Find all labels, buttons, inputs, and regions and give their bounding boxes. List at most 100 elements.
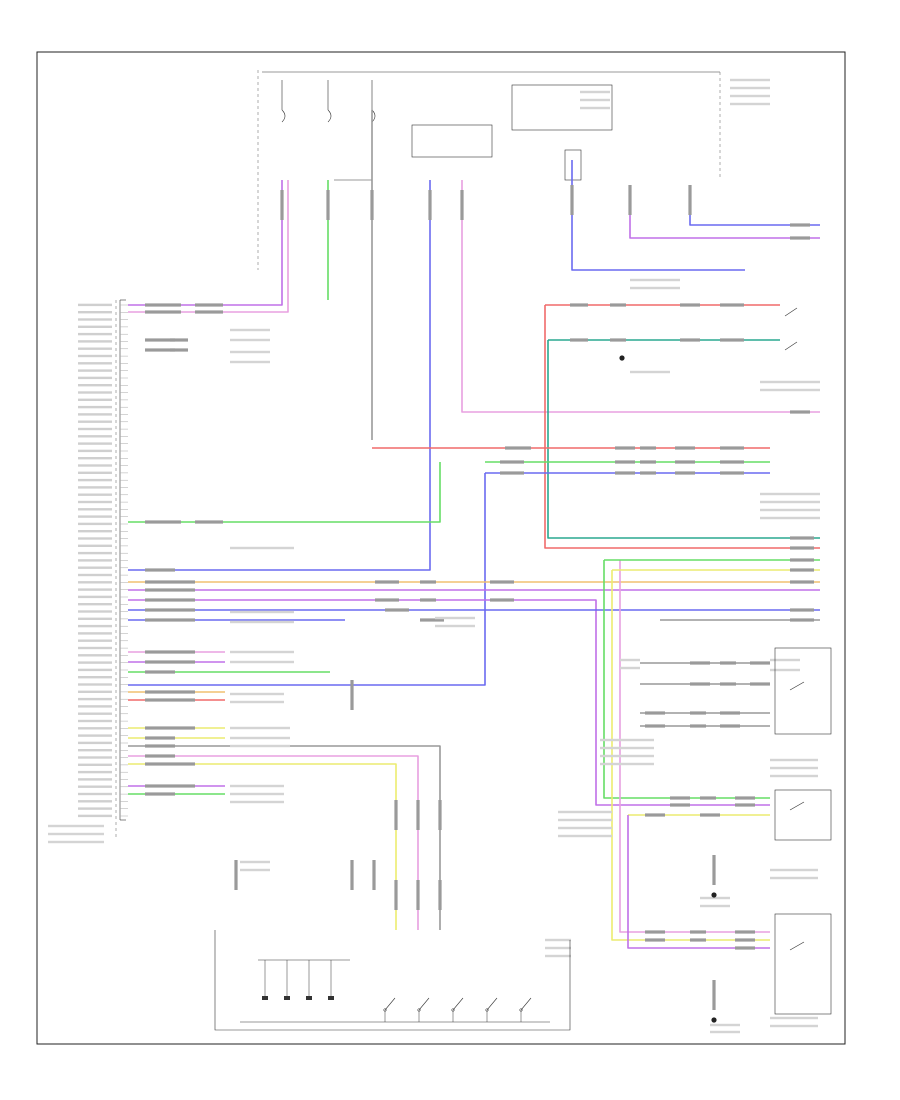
callout-text bbox=[630, 286, 680, 290]
wire-violet-rear bbox=[627, 815, 770, 949]
module-bracket bbox=[115, 299, 126, 840]
wire-label bbox=[790, 536, 814, 540]
pin-label bbox=[78, 354, 112, 358]
wire-label bbox=[145, 588, 175, 592]
pin-label bbox=[78, 807, 112, 810]
wire-label bbox=[675, 471, 695, 475]
wire-label-vertical bbox=[394, 880, 398, 910]
callout-text bbox=[580, 106, 610, 110]
wire-label bbox=[645, 938, 665, 942]
pin-label bbox=[78, 690, 112, 693]
wire-label-vertical bbox=[394, 800, 398, 830]
wire-label bbox=[675, 446, 695, 450]
pin-label bbox=[78, 624, 112, 628]
wire-pink-bottom bbox=[128, 755, 419, 930]
callout-text bbox=[770, 668, 800, 672]
pin-label bbox=[78, 325, 112, 328]
wire-label bbox=[640, 446, 656, 450]
wire-label bbox=[420, 598, 436, 602]
pin-label bbox=[78, 464, 112, 467]
wire-label bbox=[735, 938, 755, 942]
pin-label bbox=[78, 530, 112, 533]
callout-text bbox=[760, 500, 820, 504]
wire-label bbox=[175, 588, 195, 592]
pin-label bbox=[78, 559, 112, 562]
pin-label bbox=[78, 457, 112, 460]
callout-text bbox=[700, 896, 730, 900]
wire-teal-loop bbox=[547, 340, 820, 539]
callout-text bbox=[770, 1016, 818, 1020]
bottom-switches bbox=[262, 960, 532, 1022]
callout-text bbox=[230, 736, 290, 740]
wire-label bbox=[145, 726, 175, 730]
wire-label-vertical bbox=[350, 680, 354, 710]
callout-text bbox=[230, 792, 284, 796]
wire-label bbox=[790, 568, 814, 572]
wire-label bbox=[170, 338, 188, 342]
callout-text bbox=[770, 758, 818, 762]
wire-label bbox=[490, 580, 514, 584]
wire-label bbox=[145, 660, 175, 664]
pin-label bbox=[78, 362, 112, 365]
wire-label-vertical bbox=[350, 860, 354, 890]
wire-green-door bbox=[603, 560, 770, 799]
wire-label bbox=[720, 711, 740, 715]
callout-text bbox=[630, 278, 680, 282]
wire-label bbox=[145, 670, 175, 674]
callout-text bbox=[545, 938, 571, 942]
resistor bbox=[328, 996, 334, 1000]
door-switch-boxes bbox=[774, 307, 832, 1015]
wire-pink-switch bbox=[461, 180, 820, 413]
pin-label bbox=[78, 405, 112, 409]
wire-label bbox=[145, 762, 175, 766]
wire-label bbox=[720, 303, 744, 307]
wire-yellow-rear bbox=[611, 570, 770, 941]
pin-label bbox=[78, 603, 112, 606]
wire-pink-fuse bbox=[128, 180, 289, 313]
pin-label bbox=[78, 435, 112, 438]
wire-gray-bottom bbox=[128, 745, 441, 930]
pin-label bbox=[78, 369, 112, 372]
contact-switch bbox=[486, 997, 498, 1011]
wire-label bbox=[690, 930, 706, 934]
wire-label-vertical bbox=[428, 190, 432, 220]
wire-label-vertical bbox=[712, 980, 716, 1010]
wire-label bbox=[195, 303, 223, 307]
wire-label bbox=[145, 303, 181, 307]
wire-labels bbox=[48, 78, 820, 1034]
wire-label bbox=[175, 650, 195, 654]
wire-label bbox=[645, 813, 665, 817]
wire-label-vertical bbox=[438, 880, 442, 910]
wire-label bbox=[505, 446, 531, 450]
wire-label bbox=[145, 598, 175, 602]
pin-label bbox=[78, 500, 112, 504]
callout-text bbox=[760, 508, 820, 512]
wire-label bbox=[790, 558, 814, 562]
pin-label bbox=[78, 756, 112, 759]
pin-label bbox=[78, 617, 112, 620]
pin-label bbox=[78, 581, 112, 584]
callout-text bbox=[558, 834, 612, 838]
pin-label bbox=[78, 785, 112, 788]
pin-label bbox=[78, 646, 112, 650]
wire-label bbox=[680, 303, 700, 307]
callout-text bbox=[730, 102, 770, 106]
wire-label bbox=[145, 784, 175, 788]
contact-switch bbox=[452, 997, 464, 1011]
wire-label bbox=[720, 661, 736, 665]
wire-label bbox=[690, 661, 710, 665]
pin-label bbox=[78, 566, 112, 569]
callout-text bbox=[630, 370, 670, 374]
wire-label bbox=[750, 682, 770, 686]
ground-icon bbox=[619, 355, 625, 361]
wire-label-vertical bbox=[438, 800, 442, 830]
wire-yellow-bottom bbox=[128, 763, 397, 930]
wire-label bbox=[640, 471, 656, 475]
wire-label bbox=[145, 698, 175, 702]
pin-label bbox=[78, 792, 112, 796]
pin-label bbox=[78, 573, 112, 577]
pin-label bbox=[78, 668, 112, 672]
wire-label bbox=[720, 724, 740, 728]
wire-blue-right bbox=[689, 200, 820, 226]
callout-text bbox=[48, 832, 104, 836]
